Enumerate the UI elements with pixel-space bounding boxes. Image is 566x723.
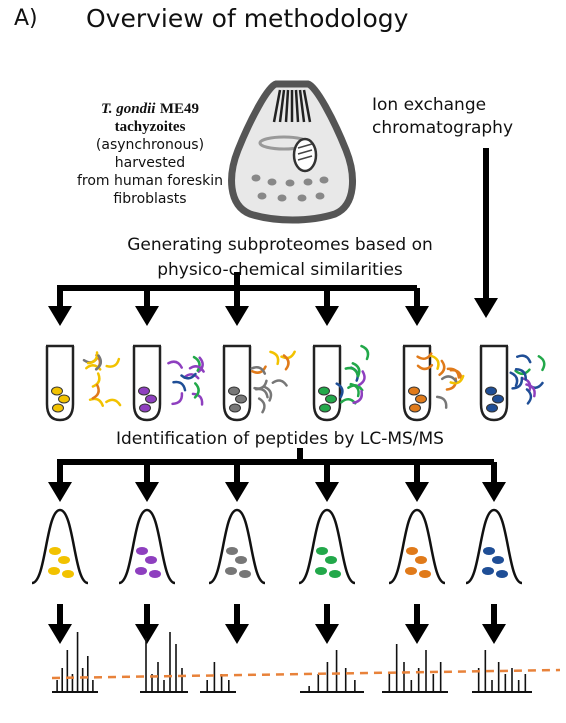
sample-tube-2 bbox=[132, 344, 162, 422]
mass-spectrum-4 bbox=[300, 650, 364, 693]
organism-line4: from human foreskin bbox=[76, 173, 224, 189]
subproteome-line2: physico-chemical similarities bbox=[157, 260, 403, 280]
spectrum-arrow-6 bbox=[482, 604, 506, 644]
strain-name: ME49 bbox=[159, 101, 200, 117]
elution-peak-1 bbox=[31, 508, 89, 585]
spectrum-arrow-2 bbox=[135, 604, 159, 644]
subproteome-label: Generating subproteomes based on physico… bbox=[60, 233, 500, 283]
lcms-bracket bbox=[57, 448, 494, 465]
mass-spectrum-5 bbox=[382, 644, 448, 693]
elution-peak-2 bbox=[118, 508, 176, 585]
mass-spectrum-1 bbox=[52, 632, 98, 693]
panel-label: A) bbox=[14, 6, 38, 31]
sample-tube-1 bbox=[45, 344, 75, 422]
lcms-arrow-3 bbox=[225, 462, 249, 502]
sample-tube-3 bbox=[222, 344, 252, 422]
spectrum-arrow-5 bbox=[405, 604, 429, 644]
organism-line5: fibroblasts bbox=[113, 191, 187, 207]
lcms-arrow-6 bbox=[482, 462, 506, 502]
lcms-arrow-5 bbox=[405, 462, 429, 502]
subproteome-arrow-1 bbox=[48, 288, 72, 326]
subproteome-bracket bbox=[57, 272, 417, 291]
page-title: Overview of methodology bbox=[86, 4, 409, 33]
tachyzoite-cell-icon bbox=[228, 80, 356, 224]
lcms-arrow-2 bbox=[135, 462, 159, 502]
subproteome-arrow-4 bbox=[315, 288, 339, 326]
elution-peak-6 bbox=[465, 508, 523, 585]
peptide-cluster-1 bbox=[82, 351, 122, 407]
organism-line3: (asynchronous) harvested bbox=[95, 137, 205, 171]
subproteome-arrow-3 bbox=[225, 288, 249, 326]
species-name: T. gondii bbox=[100, 101, 156, 117]
peptide-cluster-2 bbox=[167, 355, 205, 406]
subproteome-arrow-5 bbox=[405, 288, 429, 326]
ion-exchange-line2: chromatography bbox=[372, 118, 514, 138]
peptide-cluster-5 bbox=[416, 352, 465, 409]
sample-tube-5 bbox=[402, 344, 432, 422]
mass-spectrum-6 bbox=[472, 650, 532, 693]
peptide-cluster-6 bbox=[509, 354, 546, 405]
spectrum-arrow-1 bbox=[48, 604, 72, 644]
ion-exchange-label: Ion exchange chromatography bbox=[372, 94, 513, 140]
peptide-cluster-4 bbox=[335, 344, 370, 405]
ion-exchange-arrow bbox=[474, 148, 498, 318]
sample-tube-4 bbox=[312, 344, 342, 422]
spectrum-arrow-4 bbox=[315, 604, 339, 644]
peptide-cluster-3 bbox=[250, 350, 296, 414]
lcms-label: Identification of peptides by LC-MS/MS bbox=[116, 429, 444, 449]
detection-threshold-line bbox=[51, 668, 561, 680]
elution-peak-3 bbox=[208, 508, 266, 585]
stage-name: tachyzoites bbox=[114, 119, 186, 135]
sample-tube-6 bbox=[479, 344, 509, 422]
mass-spectrum-3 bbox=[200, 662, 236, 693]
subproteome-line1: Generating subproteomes based on bbox=[127, 235, 433, 255]
organism-description: T. gondii ME49 tachyzoites (asynchronous… bbox=[62, 100, 238, 208]
ion-exchange-line1: Ion exchange bbox=[372, 95, 487, 115]
spectrum-arrow-3 bbox=[225, 604, 249, 644]
subproteome-arrow-2 bbox=[135, 288, 159, 326]
mass-spectrum-2 bbox=[140, 632, 188, 693]
elution-peak-4 bbox=[298, 508, 356, 585]
lcms-arrow-1 bbox=[48, 462, 72, 502]
elution-peak-5 bbox=[388, 508, 446, 585]
lcms-arrow-4 bbox=[315, 462, 339, 502]
